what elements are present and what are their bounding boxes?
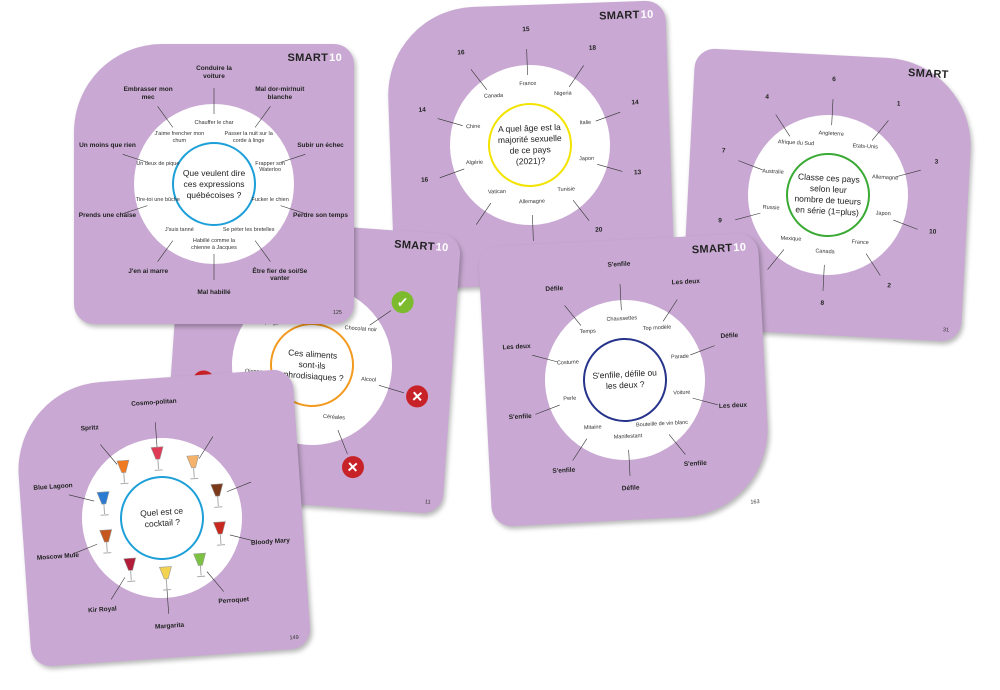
answer-label: 8: [820, 299, 825, 307]
answer-label: Mal dor-mir/nuit blanche: [255, 86, 305, 101]
answer-label: 20: [595, 226, 603, 234]
answer-label: Spritz: [80, 424, 100, 433]
card-number: 11: [424, 499, 431, 506]
card-enfile-defile[interactable]: SMART10 S'enfile, défile ou les deux ? 1…: [477, 232, 773, 528]
answer-label: Les deux: [718, 401, 748, 410]
answer-label: Moscow Mule: [36, 551, 80, 562]
answer-label: Conduire la voiture: [196, 65, 232, 80]
inner-label: Se péter les bretelles: [222, 226, 275, 233]
answer-label: 6: [832, 76, 837, 84]
answer-label: S'enfile: [683, 459, 707, 468]
answer-label: Mal habillé: [197, 289, 231, 296]
answer-label: Margarita: [154, 621, 185, 631]
answer-label: Un moins que rien: [79, 142, 136, 150]
inner-label: Tire-toi une bûche: [135, 197, 180, 204]
answer-label: Défile: [621, 484, 640, 493]
cocktail-glass-icon: [209, 480, 227, 511]
cocktail-glass-icon: [157, 562, 175, 593]
answer-label: 3: [934, 158, 939, 167]
answer-label: Bloody Mary: [250, 536, 291, 547]
answer-label: [192, 414, 250, 418]
smart10-logo: SMART10: [907, 67, 963, 82]
answer-label: Prends une chaise: [78, 211, 137, 219]
card-number: 163: [750, 499, 760, 506]
cocktail-glass-icon: [185, 452, 203, 483]
cocktail-glass-icon: [192, 548, 210, 579]
card-number: 149: [289, 634, 299, 642]
answer-label: S'enfile: [508, 412, 532, 421]
check-icon: ✓: [390, 290, 415, 315]
answer-label: Blue Lagoon: [33, 482, 73, 493]
answer-label: Les deux: [671, 278, 701, 287]
answer-label: 13: [633, 168, 642, 176]
smart10-logo: SMART10: [287, 52, 342, 64]
cocktail-glass-icon: [114, 457, 132, 488]
inner-label: Passer la nuit sur la corde à linge: [224, 131, 273, 144]
answer-label: [236, 467, 294, 471]
answer-slots: [385, 0, 665, 10]
answer-label: 10: [928, 227, 937, 236]
cocktail-glass-icon: [95, 488, 113, 519]
cocktail-glass-icon: [149, 443, 167, 474]
cocktail-glass-icon: [121, 553, 139, 584]
inner-label: Chauffer le char: [194, 120, 234, 126]
inner-label: Frapper son Waterloo: [255, 160, 285, 174]
answer-label: Les deux: [502, 343, 531, 352]
answer-slots: [13, 369, 292, 389]
answer-label: 2: [887, 281, 892, 290]
answer-label: Cosmo-politan: [131, 397, 177, 408]
answer-label: 1: [896, 100, 901, 109]
answer-label: 7: [721, 147, 726, 155]
inner-label: J'suis tanné: [164, 226, 194, 233]
answer-label: Être fier de soi/Se vanter: [252, 267, 308, 283]
smart10-logo: SMART10: [691, 241, 747, 257]
inner-label: Habillé comme la chienne à Jacques: [191, 238, 237, 251]
answer-label: Subir un échec: [297, 142, 344, 150]
answer-label: [438, 230, 496, 232]
answer-label: 16: [420, 176, 429, 184]
smart10-logo: SMART10: [393, 238, 449, 255]
x-icon: ✕: [405, 385, 430, 409]
card-number: 125: [332, 310, 342, 316]
answer-label: J'en ai marre: [128, 267, 169, 275]
smart10-logo: SMART10: [598, 8, 654, 23]
answer-label: 9: [717, 216, 722, 225]
cocktail-glass-icon: [97, 525, 115, 556]
answer-label: S'enfile: [607, 260, 631, 269]
inner-label: Un deux de pique: [136, 160, 180, 167]
answer-label: 14: [631, 99, 639, 107]
card-cocktail[interactable]: Quel est ce cocktail ? 149 Cosmo-politan…: [12, 368, 312, 668]
answer-label: S'enfile: [552, 466, 576, 475]
answer-label: Embrasser mon mec: [123, 86, 173, 101]
answer-label: 16: [457, 49, 465, 57]
inner-label: J'aime frencher mon chum: [154, 131, 205, 144]
x-icon: ✕: [340, 455, 365, 479]
answer-label: 14: [418, 106, 426, 115]
answer-slots: [696, 48, 976, 63]
inner-label: Fucker le chien: [251, 197, 289, 204]
answer-label: Défile: [545, 285, 564, 294]
answer-label: Kir Royal: [87, 605, 117, 614]
answer-label: Défile: [720, 332, 739, 341]
cocktail-glass-icon: [211, 517, 229, 548]
card-quebec-expressions[interactable]: SMART10 Que veulent dire ces expressions…: [74, 44, 354, 324]
answer-label: 15: [522, 25, 530, 34]
answer-label: 18: [588, 45, 597, 53]
card-number: 31: [942, 327, 950, 334]
question-circle: Que veulent dire ces expressions québéco…: [172, 142, 256, 226]
answer-label: Perroquet: [218, 595, 250, 605]
answer-label: 4: [765, 93, 770, 102]
answer-label: Perdre son temps: [293, 211, 348, 219]
